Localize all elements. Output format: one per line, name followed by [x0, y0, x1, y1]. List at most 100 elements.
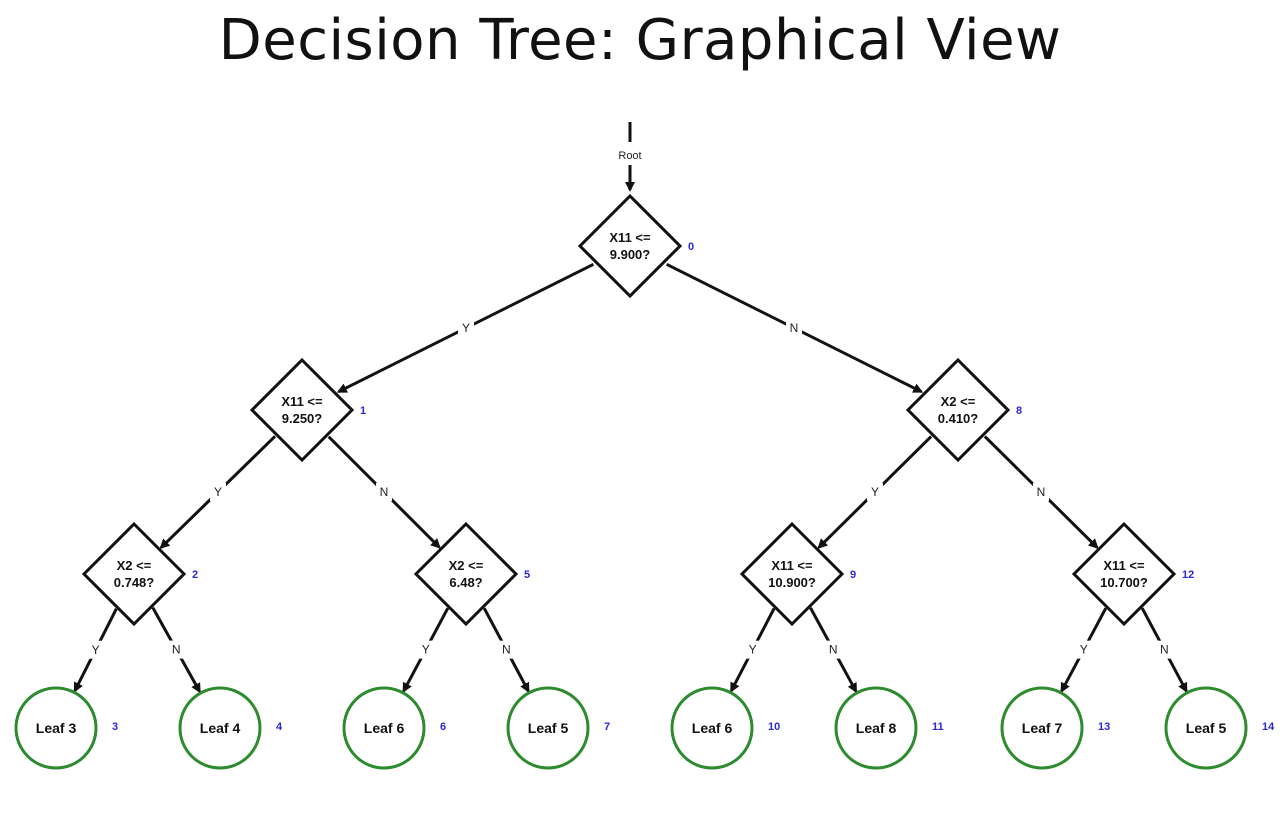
leaf-circle [670, 686, 754, 770]
edge-label-bg [498, 640, 515, 659]
edge-label-bg [168, 640, 185, 659]
decision-diamond [577, 193, 683, 299]
decision-condition-line1: X2 <= [941, 394, 976, 409]
edge-label: N [172, 643, 181, 657]
node-id-label: 5 [524, 569, 530, 581]
node-id-label: 12 [1182, 569, 1194, 581]
leaf-label: Leaf 6 [364, 720, 405, 736]
decision-diamond [249, 357, 355, 463]
edge-label-bg [87, 640, 104, 659]
edge-label-bg [786, 319, 802, 337]
edge-label: Y [1080, 643, 1088, 657]
leaf-label: Leaf 5 [528, 720, 569, 736]
edge-9-10: Y [729, 607, 776, 693]
node-id-label: 11 [932, 721, 944, 733]
node-id-label: 8 [1016, 405, 1022, 417]
decision-diamond [905, 357, 1011, 463]
decision-condition-line2: 10.900? [768, 575, 816, 590]
edge-label-bg [417, 640, 434, 659]
decision-node-0: X11 <= 9.900? 0 [577, 193, 694, 299]
leaf-circle [506, 686, 590, 770]
leaf-node-3: Leaf 3 3 [14, 686, 118, 770]
decision-diamond [81, 521, 187, 627]
leaf-label: Leaf 6 [692, 720, 733, 736]
leaf-circle [1000, 686, 1084, 770]
edge-label: Y [422, 643, 430, 657]
edge-label: N [502, 643, 511, 657]
node-id-label: 6 [440, 721, 446, 733]
edge-2-3: Y [73, 608, 118, 693]
edge-label: Y [871, 485, 879, 499]
root-entry: Root [618, 122, 642, 192]
edge-label: N [1160, 643, 1169, 657]
node-id-label: 3 [112, 721, 118, 733]
decision-node-9: X11 <= 10.900? 9 [739, 521, 856, 627]
decision-condition-line2: 0.748? [114, 575, 155, 590]
leaf-label: Leaf 7 [1022, 720, 1063, 736]
edge-label-bg [376, 483, 392, 501]
leaf-node-10: Leaf 6 10 [670, 686, 780, 770]
edge-0-8: N [665, 262, 924, 394]
edge-label-bg [744, 640, 761, 659]
decision-condition-line2: 10.700? [1100, 575, 1148, 590]
decision-node-5: X2 <= 6.48? 5 [413, 521, 530, 627]
edge-1-2: Y [159, 435, 277, 550]
leaf-circle [342, 686, 426, 770]
leaf-label: Leaf 4 [200, 720, 241, 736]
node-id-label: 9 [850, 569, 856, 581]
leaf-label: Leaf 5 [1186, 720, 1227, 736]
decision-condition-line1: X11 <= [281, 394, 323, 409]
edge-0-1: Y [336, 262, 595, 394]
node-id-label: 10 [768, 721, 780, 733]
decision-diamond [1071, 521, 1177, 627]
edge-label-bg [1075, 640, 1092, 659]
node-id-label: 4 [276, 721, 283, 733]
edge-2-4: N [151, 606, 201, 694]
leaf-node-4: Leaf 4 4 [178, 686, 283, 770]
decision-condition-line1: X11 <= [609, 230, 651, 245]
edge-label: Y [92, 643, 100, 657]
decision-condition-line1: X11 <= [771, 558, 813, 573]
edge-label-bg [458, 319, 474, 337]
edge-label-bg [1033, 483, 1049, 501]
leaf-circle [14, 686, 98, 770]
node-id-label: 1 [360, 405, 366, 417]
leaf-circle [178, 686, 262, 770]
edge-12-14: N [1140, 607, 1188, 693]
page-title: Decision Tree: Graphical View [218, 8, 1062, 73]
edge-label: Y [214, 485, 222, 499]
node-id-label: 2 [192, 569, 198, 581]
root-label: Root [618, 150, 641, 162]
decision-node-12: X11 <= 10.700? 12 [1071, 521, 1194, 627]
edge-label-bg [210, 483, 226, 501]
decision-diamond [739, 521, 845, 627]
node-id-label: 14 [1262, 721, 1275, 733]
decision-condition-line1: X11 <= [1103, 558, 1145, 573]
edge-5-7: N [482, 607, 530, 693]
leaf-node-14: Leaf 5 14 [1164, 686, 1275, 770]
edge-1-5: N [327, 435, 441, 549]
edge-5-6: Y [402, 607, 450, 693]
edge-9-11: N [809, 607, 858, 694]
edge-8-12: N [983, 435, 1099, 549]
edge-label: N [829, 643, 838, 657]
decision-node-1: X11 <= 9.250? 1 [249, 357, 366, 463]
edge-label: Y [749, 643, 757, 657]
leaf-label: Leaf 3 [36, 720, 77, 736]
node-id-label: 0 [688, 241, 694, 253]
leaf-node-6: Leaf 6 6 [342, 686, 446, 770]
decision-condition-line2: 6.48? [449, 575, 482, 590]
edge-label: N [380, 485, 389, 499]
leaf-circle [1164, 686, 1248, 770]
edge-8-9: Y [817, 435, 933, 549]
decision-condition-line2: 0.410? [938, 411, 979, 426]
edge-label-bg [1156, 640, 1173, 659]
decision-condition-line2: 9.900? [610, 247, 651, 262]
decision-condition-line1: X2 <= [449, 558, 484, 573]
decision-condition-line2: 9.250? [282, 411, 323, 426]
